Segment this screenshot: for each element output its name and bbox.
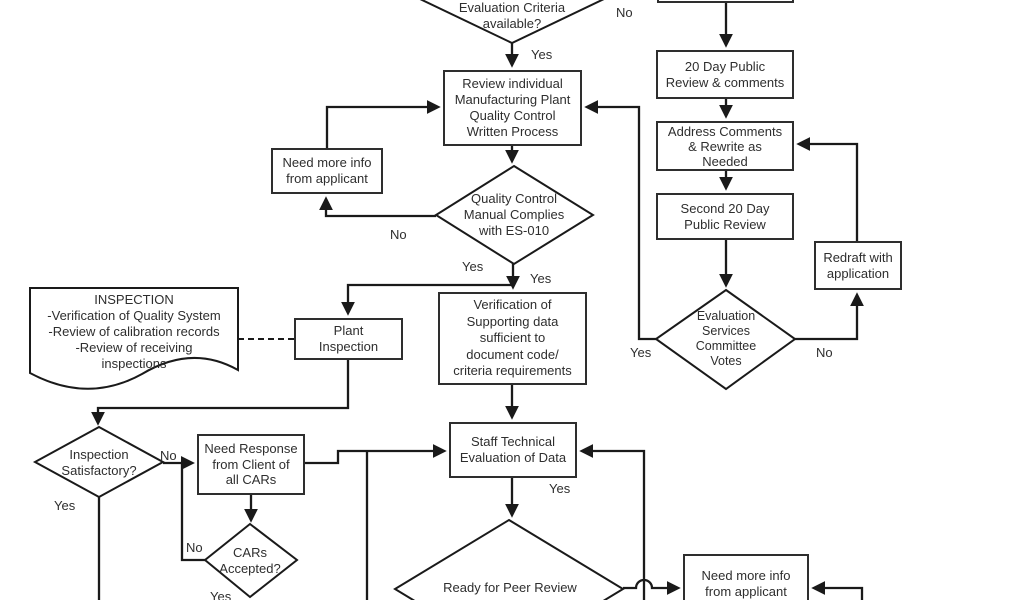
- label-yes-cars: Yes: [210, 589, 232, 600]
- annotation-document-shape: [29, 287, 239, 390]
- decision-inspection-satisfactory-shape: [32, 425, 166, 499]
- label-yes-qc-left: Yes: [462, 259, 484, 274]
- box-second-20-day-review: Second 20 Day Public Review: [656, 193, 794, 240]
- box-need-response-cars: Need Response from Client of all CARs: [197, 434, 305, 495]
- decision-evaluation-criteria-label: Evaluation Criteria available?: [458, 0, 566, 31]
- annotation-inspection-note: INSPECTION -Verification of Quality Syst…: [47, 292, 221, 371]
- edge-qcmanual-no-to-needinfo: [319, 196, 436, 218]
- box-redraft-with-application: Redraft with application: [814, 241, 902, 290]
- box-need-more-info-upper: Need more info from applicant: [271, 148, 383, 194]
- edge-ready-to-needinfo-lower: [623, 578, 681, 595]
- label-no-qc-manual: No: [390, 227, 407, 242]
- decision-inspection-satisfactory-label: Inspection Satisfactory?: [61, 447, 137, 478]
- decision-esc-votes-label: Evaluation Services Committee Votes: [695, 309, 757, 368]
- box-address-comments: Address Comments & Rewrite as Needed: [656, 121, 794, 171]
- box-20-day-public-review: 20 Day Public Review & comments: [656, 50, 794, 99]
- decision-qc-manual-label: Quality Control Manual Complies with ES-…: [463, 191, 565, 238]
- label-no-cars: No: [186, 540, 203, 555]
- decision-ready-peer-review-shape: [393, 518, 625, 600]
- edge-plant-to-inspsat: [91, 360, 350, 426]
- box-plant-inspection: Plant Inspection: [294, 318, 403, 360]
- label-no-inspection: No: [160, 448, 177, 463]
- decision-esc-votes-shape: [654, 288, 797, 391]
- label-no-top-right: No: [616, 5, 633, 20]
- label-no-esc-votes: No: [816, 345, 833, 360]
- decision-ready-peer-review-label: Ready for Peer Review: [443, 580, 577, 595]
- decision-cars-accepted-label: CARs Accepted?: [219, 545, 281, 576]
- edge-needresponse-to-staff: [305, 444, 447, 465]
- edge-escvotes-no-to-redraft: [795, 292, 864, 341]
- edge-cars-no-to-needresponse: [180, 456, 205, 562]
- edge-needinfo-to-review: [325, 100, 441, 148]
- edge-escvotes-yes-to-review: [584, 100, 656, 341]
- edge-below-to-needinfo-lower: [811, 581, 864, 600]
- box-top-right-partial: [657, 0, 794, 3]
- label-yes-criteria: Yes: [531, 47, 553, 62]
- edge-redraft-to-address: [796, 137, 859, 241]
- decision-qc-manual-shape: [434, 164, 595, 266]
- label-yes-inspection: Yes: [54, 498, 76, 513]
- label-yes-qc-right: Yes: [530, 271, 552, 286]
- label-yes-staff: Yes: [549, 481, 571, 496]
- box-need-more-info-lower: Need more info from applicant: [683, 554, 809, 600]
- decision-cars-accepted-shape: [203, 522, 299, 599]
- box-verification-supporting-data: Verification of Supporting data sufficie…: [438, 292, 587, 385]
- box-staff-technical-evaluation: Staff Technical Evaluation of Data: [449, 422, 577, 478]
- box-review-individual: Review individual Manufacturing Plant Qu…: [443, 70, 582, 146]
- label-yes-esc-votes: Yes: [630, 345, 652, 360]
- edge-qcmanual-yes-to-plant: [341, 283, 513, 316]
- edge-below-to-staff-right: [579, 444, 646, 600]
